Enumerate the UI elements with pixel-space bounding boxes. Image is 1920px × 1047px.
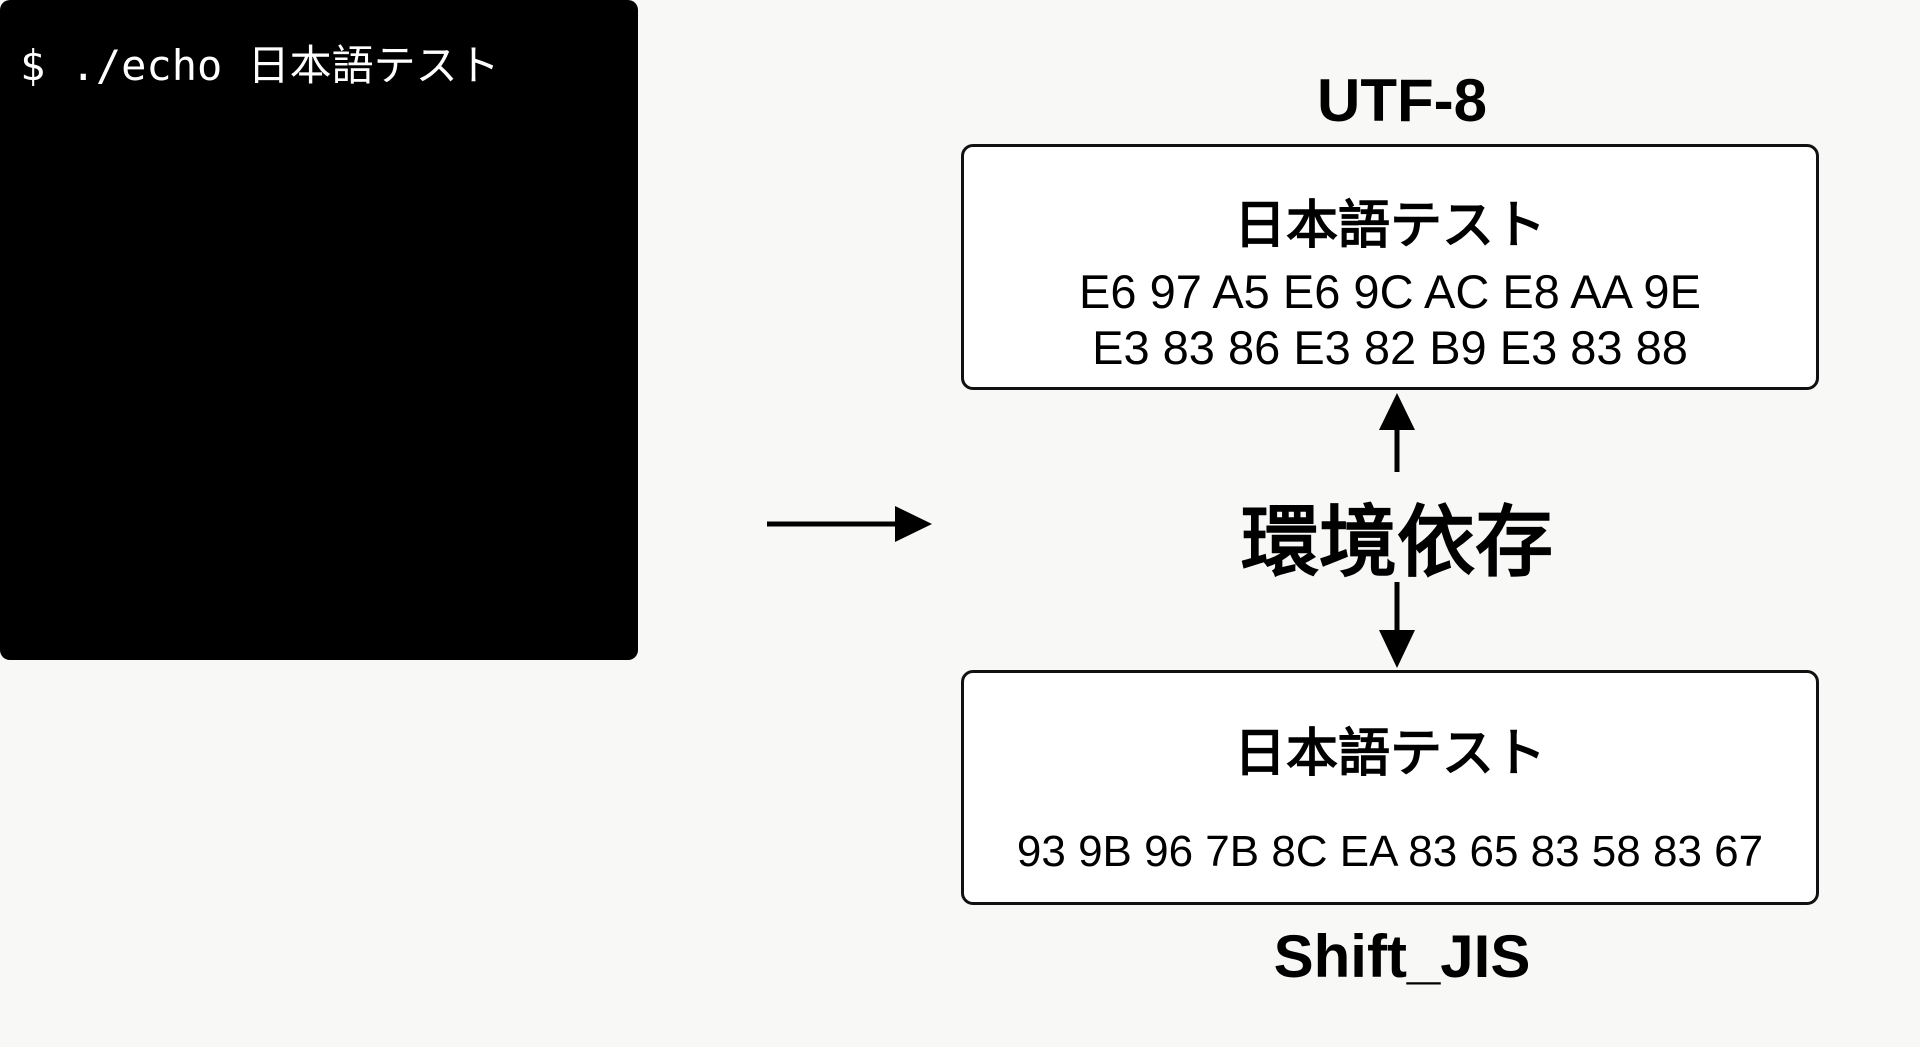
down-arrow <box>1379 582 1415 668</box>
terminal-command: $ ./echo 日本語テスト <box>20 41 500 90</box>
sjis-title: Shift_JIS <box>1273 923 1531 990</box>
sjis-encoding-box: 日本語テスト 93 9B 96 7B 8C EA 83 65 83 58 83 … <box>961 670 1819 905</box>
utf8-text: 日本語テスト <box>1233 197 1546 255</box>
up-arrow <box>1379 393 1415 472</box>
utf8-bytes-line2: E3 83 86 E3 82 B9 E3 83 88 <box>1092 321 1688 374</box>
utf8-encoding-box: 日本語テスト E6 97 A5 E6 9C AC E8 AA 9E E3 83 … <box>961 144 1819 390</box>
utf8-title: UTF-8 <box>1317 67 1487 134</box>
environment-dependent-label: 環境依存 <box>1240 498 1553 586</box>
utf8-bytes-line1: E6 97 A5 E6 9C AC E8 AA 9E <box>1079 265 1701 318</box>
sjis-bytes: 93 9B 96 7B 8C EA 83 65 83 58 83 67 <box>1016 827 1764 876</box>
terminal-window: $ ./echo 日本語テスト <box>0 0 638 660</box>
sjis-text: 日本語テスト <box>1233 725 1546 783</box>
right-arrow <box>767 506 932 542</box>
